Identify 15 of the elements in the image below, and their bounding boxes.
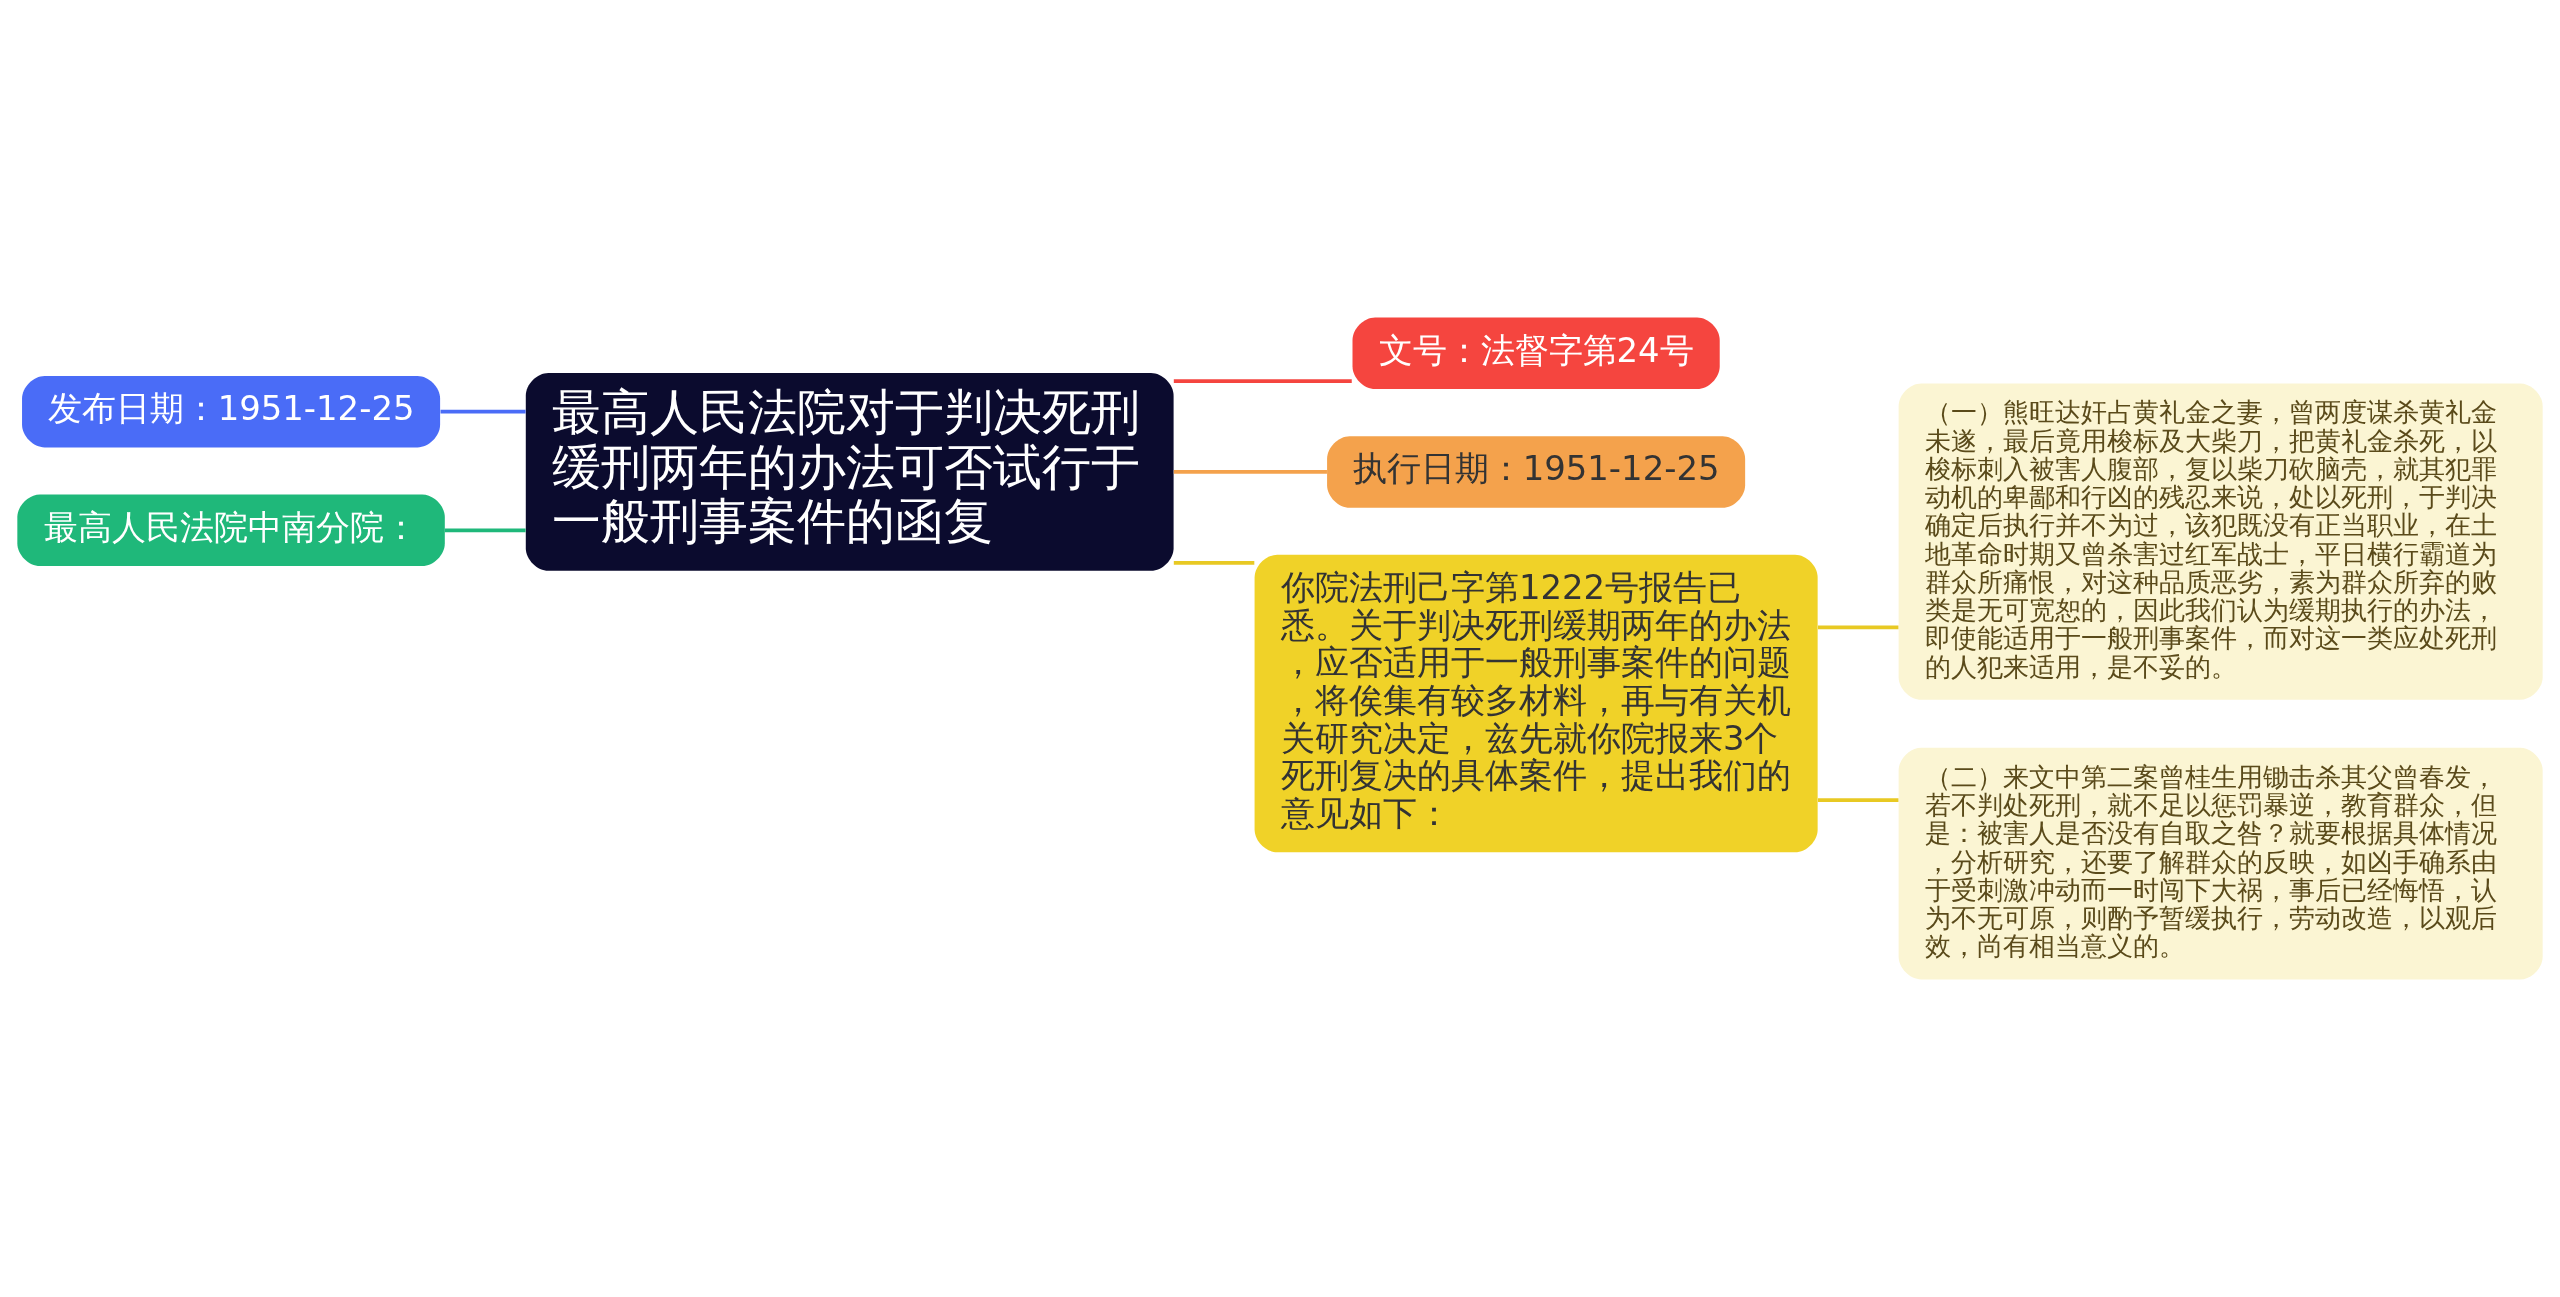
connector	[1173, 560, 1255, 565]
connector	[1173, 470, 1327, 474]
node-box: 你院法刑己字第1222号报告已悉。关于判决死刑缓期两年的办法，应否适用于一般刑事案件的问题，将俟集有较多材料，再与有关机关研究决定，兹先就你院报来3个死刑复决的具体案件，提出我们的意见如下：	[1254, 554, 1818, 853]
node-box: 最高人民法院中南分院：	[17, 494, 445, 567]
node-box: （一）熊旺达奸占黄礼金之妻，曾两度谋杀黄礼金未遂，最后竟用梭标及大柴刀，把黄礼金杀死，以梭标刺入被害人腹部，复以柴刀砍脑壳，就其犯罪动机的卑鄙和行凶的残忍来说，处以死刑，于判决确定后执行并不为过，该犯既没有正当职业，在土地革命时期又曾杀害过红军战士，平日横行霸道为群众所痛恨，对这种品质恶劣，素为群众所弃的败类是无可宽恕的，因此我们认为缓期执行的办法，即使能适用于一般刑事案件，而对这一类应处死刑的人犯来适用，是不妥的。	[1898, 383, 2543, 700]
node-box: 文号：法督字第24号	[1352, 317, 1720, 390]
connector	[444, 528, 526, 533]
node-box: 最高人民法院对于判决死刑缓刑两年的办法可否试行于一般刑事案件的函复	[525, 373, 1174, 571]
connector	[1173, 379, 1352, 383]
node-box: 执行日期：1951-12-25	[1327, 436, 1746, 508]
node-box: 发布日期：1951-12-25	[22, 375, 441, 448]
connector	[1818, 798, 1899, 802]
connector	[440, 409, 526, 414]
connector	[1818, 625, 1899, 630]
node-box: （二）来文中第二案曾桂生用锄击杀其父曾春发，若不判处死刑，就不足以惩罚暴逆，教育群众，但是：被害人是否没有自取之咎？就要根据具体情况，分析研究，还要了解群众的反映，如凶手确系由于受刺激冲动而一时闯下大祸，事后已经悔悟，认为不无可原，则酌予暂缓执行，劳动改造，以观后效，尚有相当意义的。	[1898, 747, 2543, 980]
